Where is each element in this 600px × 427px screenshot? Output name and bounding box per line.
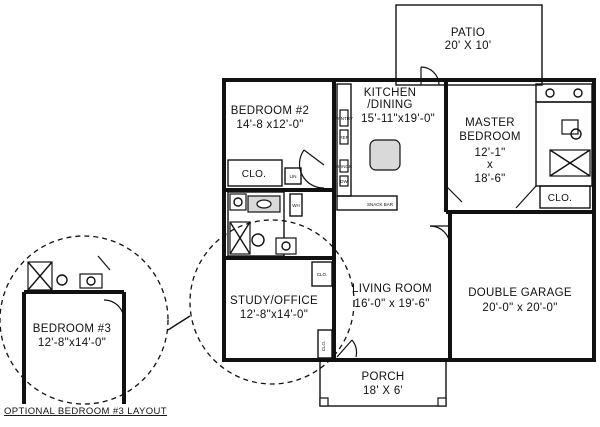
master-dims-1: 12'-1" [474, 147, 505, 159]
patio-label: PATIO [451, 27, 485, 39]
toilet-tank [229, 193, 247, 211]
sink [256, 199, 272, 209]
entry-door-leaf [336, 339, 353, 358]
tub-cross-2 [229, 221, 251, 255]
vanity-2 [275, 237, 297, 255]
inset-toilet [56, 274, 68, 286]
refrigerator [339, 129, 349, 145]
master-sink-1 [545, 88, 555, 98]
study-closet-box [311, 261, 333, 287]
porch-outline [319, 359, 447, 407]
hall-bath: WH [227, 191, 303, 257]
master-entry-door [445, 185, 463, 203]
dishwasher [339, 175, 349, 187]
master-label-1: MASTER [465, 117, 515, 129]
interior-doors [429, 185, 463, 247]
kitchen-label-1: KITCHEN [364, 87, 417, 99]
toilet-2 [251, 233, 265, 247]
porch-post-right [437, 397, 447, 407]
master-toilet [570, 128, 582, 140]
wh-label: WH [292, 203, 300, 208]
water-heater-closet [289, 193, 303, 217]
toilet-bowl [233, 197, 243, 207]
study-dims: 12'-8"x14'-0" [240, 309, 308, 321]
porch: PORCH 18' X 6' [319, 359, 447, 407]
master-label-2: BEDROOM [459, 131, 521, 143]
inset-door-swing [103, 299, 125, 321]
master-toilet-tank [561, 119, 579, 135]
snack-bar-label: SNACK BAR [367, 202, 394, 207]
study-label: STUDY/OFFICE [230, 295, 318, 307]
living-dims: 16'-0" x 19'-6" [354, 298, 429, 310]
kitchen-dims: 15'-11"x19'-0" [361, 113, 435, 125]
bedroom3-dims: 12'-8"x14'-0" [38, 337, 106, 349]
entry-closet-label: CLO. [321, 341, 326, 352]
master-suite: CLO. MASTER BEDROOM 12'-1" x 18'-6" [459, 83, 593, 209]
inset-vanity [79, 273, 103, 289]
bedroom3-label: BEDROOM #3 [33, 323, 111, 335]
pantry [339, 109, 349, 127]
bedroom2-door [303, 149, 325, 166]
master-dims-2: x [487, 159, 493, 171]
study-closet-label: CLO. [317, 272, 328, 277]
patio-dims: 20' X 10' [445, 40, 492, 52]
patio-outline [395, 4, 543, 86]
linen-label: LIN [289, 174, 296, 179]
master-vanity [535, 83, 593, 103]
entry-door-swing [351, 339, 358, 358]
master-dims-3: 18'-6" [474, 173, 505, 185]
garage-dims: 20'-0" x 20'-0" [482, 302, 557, 314]
inset-circle [0, 235, 169, 405]
master-closet-box [539, 185, 591, 209]
bedroom2-closet-box [227, 159, 283, 187]
porch-dims: 18' X 6' [363, 385, 403, 397]
inset-tub-cross-2 [27, 261, 53, 291]
entry-closet-box [317, 329, 333, 359]
patio-door-swing [420, 66, 440, 86]
shower-cross-2 [549, 149, 591, 177]
garage-label: DOUBLE GARAGE [468, 287, 572, 299]
range [339, 159, 349, 173]
optional-bedroom3-inset: BEDROOM #3 12'-8"x14'-0" [0, 235, 169, 405]
linen-closet [284, 167, 302, 185]
house-walls [222, 78, 596, 362]
pantry-label: PANTRY [335, 116, 353, 121]
range-label: RANGE [336, 164, 352, 169]
island [369, 139, 401, 171]
refrigerator-label: REF [340, 135, 349, 140]
patio: PATIO 20' X 10' [395, 4, 543, 86]
sink-2 [281, 241, 291, 251]
kitchen-label-2: /DINING [367, 99, 413, 111]
hall-bath-outline [227, 191, 285, 257]
inset-sink [86, 276, 96, 286]
kitchen: REF PANTRY RANGE DW SNACK BAR KITCHEN /D… [335, 83, 435, 211]
master-closet-label: CLO. [548, 193, 573, 204]
inset-door [97, 255, 111, 271]
living-label: LIVING ROOM [352, 283, 432, 295]
master-door [515, 185, 537, 209]
bedroom2-label: BEDROOM #2 [231, 105, 309, 117]
inset-caption: OPTIONAL BEDROOM #3 LAYOUT [4, 406, 167, 417]
bedroom2-dims: 14'-8 x12'-0" [236, 119, 303, 131]
snack-bar [336, 195, 398, 211]
porch-post-left [319, 397, 329, 407]
garage-door-swing [429, 225, 451, 247]
study-closets: CLO. CLO. [311, 261, 358, 359]
dw-label: DW [340, 179, 348, 184]
porch-label: PORCH [361, 371, 404, 383]
master-sink-2 [573, 88, 583, 98]
callout-leader [167, 315, 191, 331]
bedroom2-door-swing [298, 149, 325, 189]
bedroom2-closet: CLO. LIN [227, 149, 325, 189]
study-highlight-circle [189, 219, 355, 385]
bedroom2-closet-label: CLO. [242, 169, 267, 180]
